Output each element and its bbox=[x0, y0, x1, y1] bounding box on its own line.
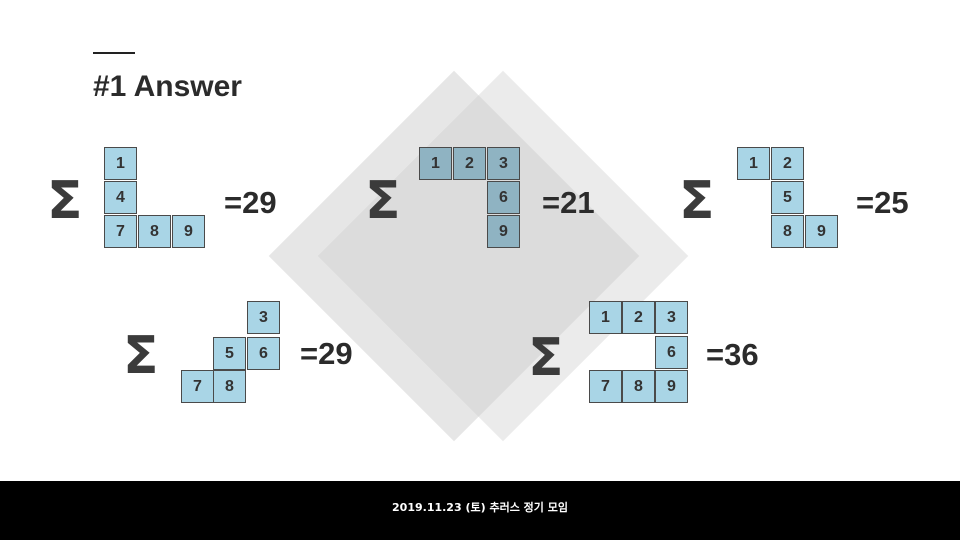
grid-cell: 1 bbox=[104, 147, 137, 180]
grid-cell: 2 bbox=[622, 301, 655, 334]
sigma-icon: Σ bbox=[679, 171, 715, 231]
sum-result: =25 bbox=[856, 185, 909, 220]
grid-cell: 2 bbox=[453, 147, 486, 180]
grid-cell: 8 bbox=[138, 215, 171, 248]
slide-title: #1 Answer bbox=[93, 70, 242, 103]
grid-cell: 3 bbox=[247, 301, 280, 334]
footer-bar bbox=[0, 481, 960, 540]
grid-cell: 8 bbox=[213, 370, 246, 403]
grid-cell: 1 bbox=[419, 147, 452, 180]
grid-cell: 4 bbox=[104, 181, 137, 214]
title-rule bbox=[93, 52, 135, 54]
grid-cell: 1 bbox=[737, 147, 770, 180]
grid-cell: 6 bbox=[247, 337, 280, 370]
grid-cell: 6 bbox=[487, 181, 520, 214]
sum-result: =29 bbox=[224, 185, 277, 220]
grid-cell: 6 bbox=[655, 336, 688, 369]
sigma-icon: Σ bbox=[123, 326, 159, 386]
grid-cell: 9 bbox=[487, 215, 520, 248]
sigma-icon: Σ bbox=[47, 171, 83, 231]
sigma-icon: Σ bbox=[365, 171, 401, 231]
grid-cell: 9 bbox=[655, 370, 688, 403]
grid-cell: 3 bbox=[655, 301, 688, 334]
sigma-icon: Σ bbox=[528, 328, 564, 388]
grid-cell: 7 bbox=[104, 215, 137, 248]
sum-result: =29 bbox=[300, 336, 353, 371]
sum-result: =21 bbox=[542, 185, 595, 220]
grid-cell: 9 bbox=[805, 215, 838, 248]
grid-cell: 8 bbox=[771, 215, 804, 248]
grid-cell: 7 bbox=[181, 370, 214, 403]
footer-text: 2019.11.23 (토) 추러스 정기 모임 bbox=[392, 501, 568, 514]
grid-cell: 5 bbox=[771, 181, 804, 214]
grid-cell: 7 bbox=[589, 370, 622, 403]
grid-cell: 2 bbox=[771, 147, 804, 180]
grid-cell: 5 bbox=[213, 337, 246, 370]
sum-result: =36 bbox=[706, 337, 759, 372]
grid-cell: 3 bbox=[487, 147, 520, 180]
grid-cell: 9 bbox=[172, 215, 205, 248]
grid-cell: 1 bbox=[589, 301, 622, 334]
grid-cell: 8 bbox=[622, 370, 655, 403]
